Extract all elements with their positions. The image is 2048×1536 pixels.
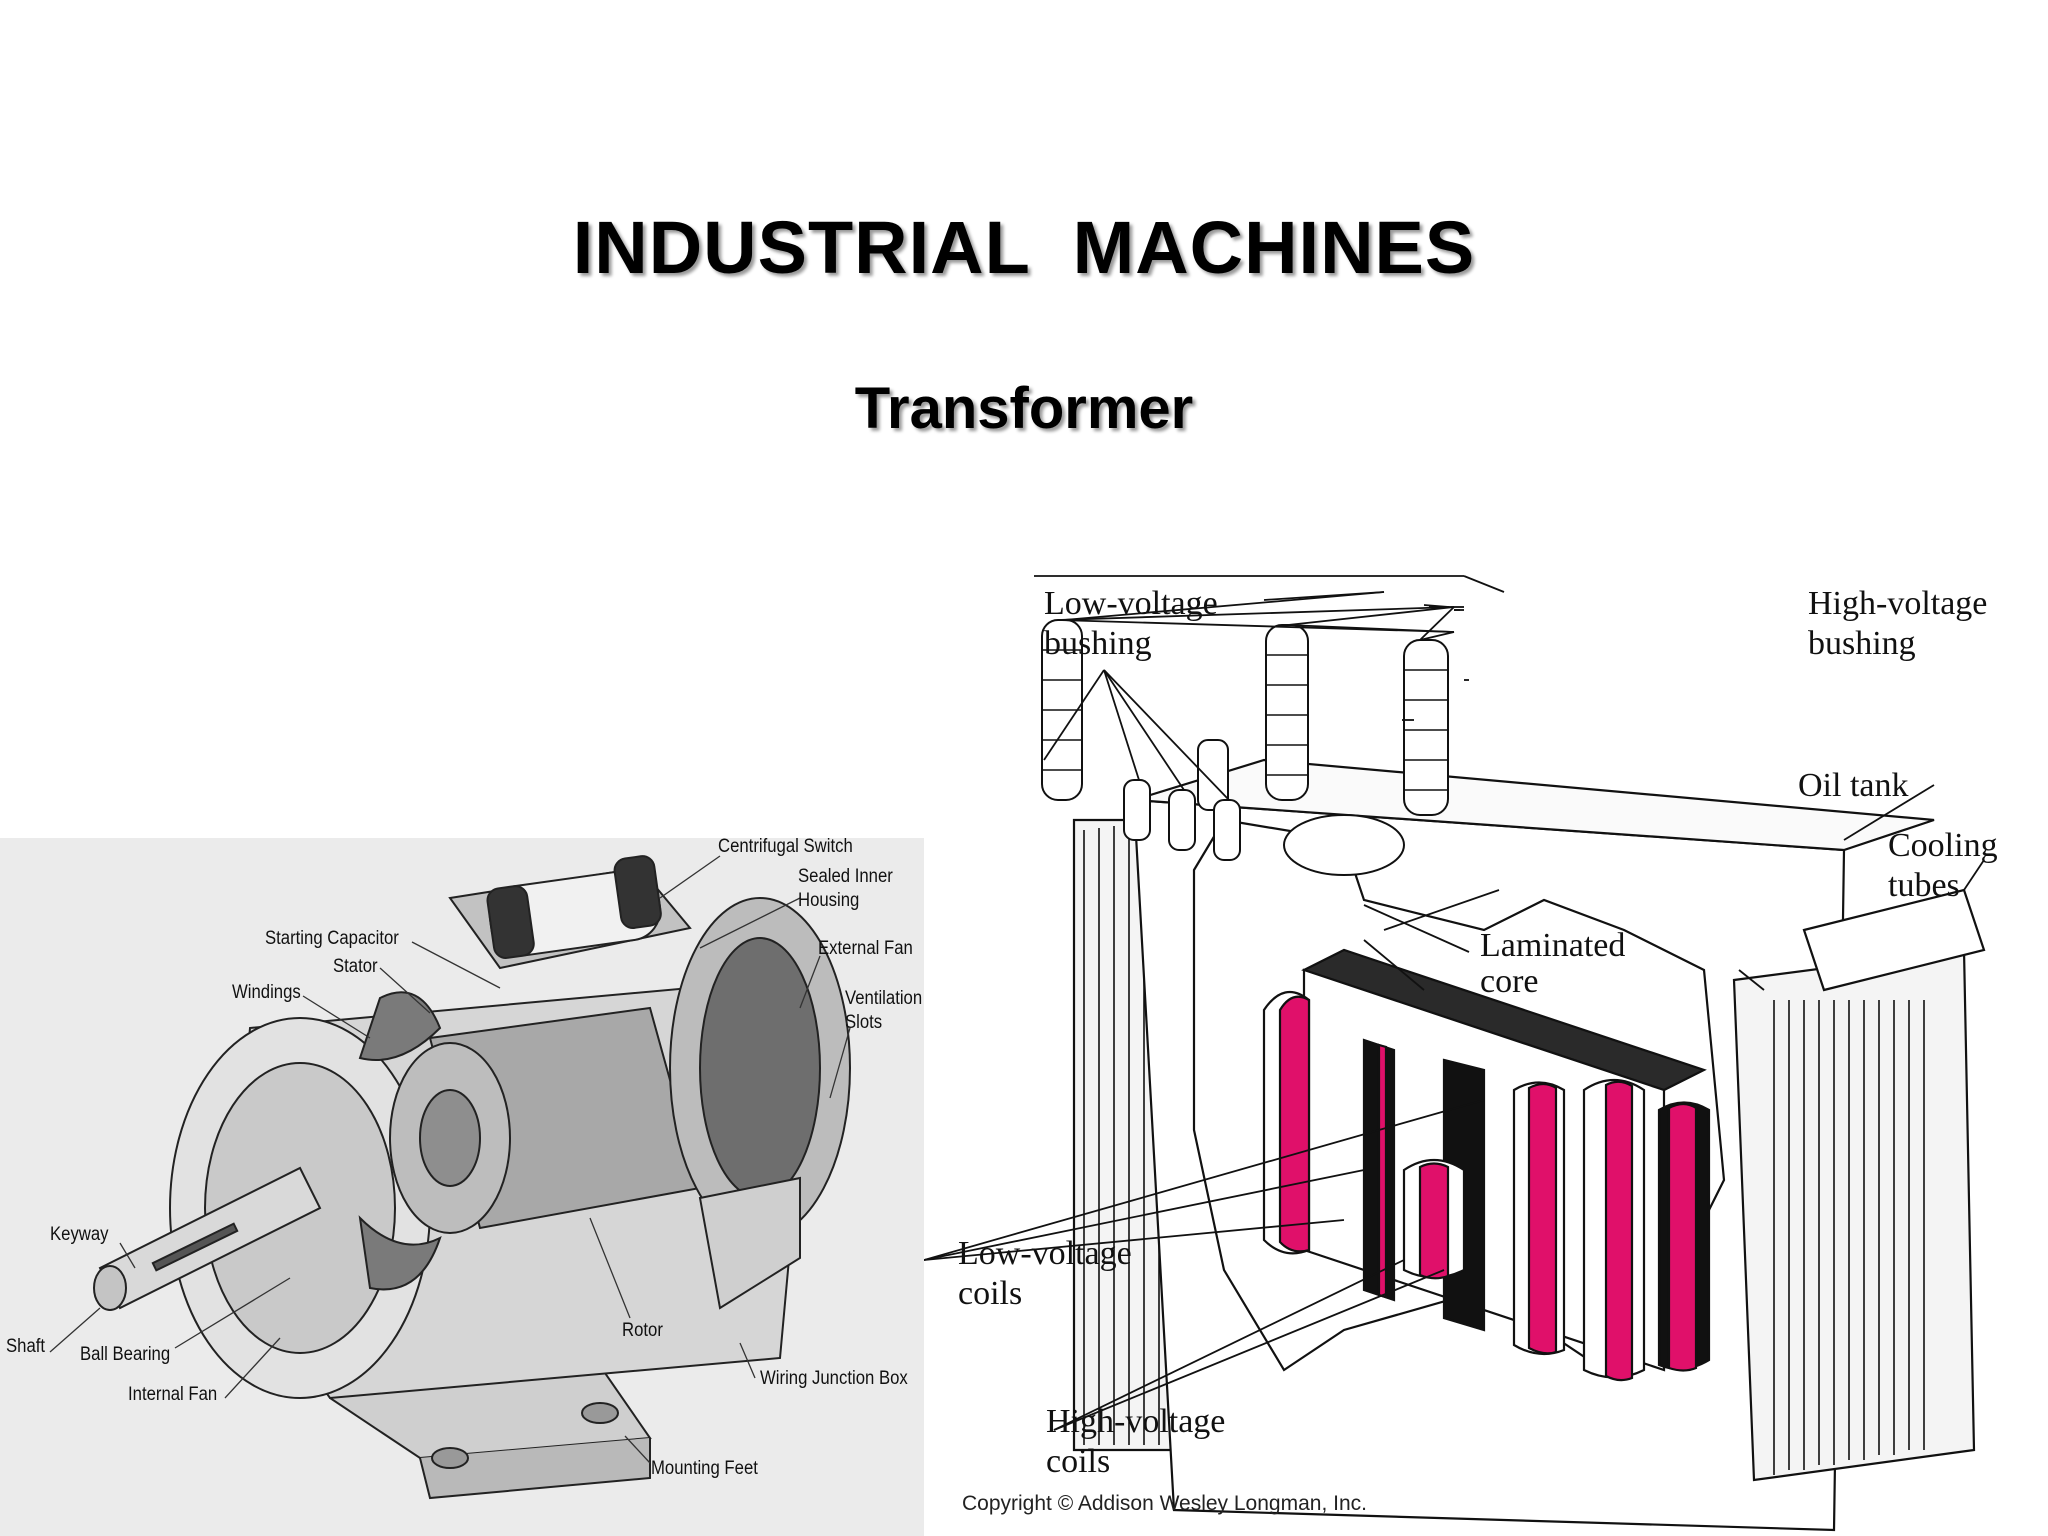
transformer-cutaway-illustration: Low-voltage bushing High-voltage bushing… bbox=[924, 570, 2048, 1536]
label-cooling-tubes-line2: tubes bbox=[1888, 867, 1960, 904]
label-oil-tank: Oil tank bbox=[1798, 767, 1909, 804]
label-sealed-inner-housing-line2: Housing bbox=[798, 890, 860, 911]
label-external-fan: External Fan bbox=[818, 938, 913, 959]
slide-title: INDUSTRIAL MACHINES bbox=[572, 206, 1476, 289]
label-low-voltage-coils-line1: Low-voltage bbox=[958, 1235, 1132, 1272]
label-low-voltage-bushing-line1: Low-voltage bbox=[1044, 585, 1218, 622]
label-high-voltage-bushing-line2: bushing bbox=[1808, 625, 1916, 662]
motor-drawing bbox=[49, 855, 851, 1500]
label-cooling-tubes-line1: Cooling bbox=[1888, 827, 1998, 864]
label-laminated-core-line1: Laminated bbox=[1480, 927, 1626, 964]
label-high-voltage-bushing-line1: High-voltage bbox=[1808, 585, 1988, 622]
label-ball-bearing: Ball Bearing bbox=[80, 1344, 171, 1365]
label-shaft: Shaft bbox=[6, 1336, 46, 1357]
label-windings: Windings bbox=[232, 982, 301, 1003]
copyright-notice: Copyright © Addison Wesley Longman, Inc. bbox=[962, 1492, 1367, 1515]
label-sealed-inner-housing-line1: Sealed Inner bbox=[798, 866, 893, 887]
slide-subtitle: Transformer bbox=[854, 376, 1194, 441]
label-ventilation-slots-line1: Ventilation bbox=[845, 988, 923, 1009]
motor-cutaway-illustration: Centrifugal Switch Sealed Inner Housing … bbox=[0, 838, 924, 1536]
label-high-voltage-coils-line1: High-voltage bbox=[1046, 1403, 1226, 1440]
label-low-voltage-coils-line2: coils bbox=[958, 1275, 1023, 1312]
transformer-drawing bbox=[924, 575, 1986, 1532]
label-wiring-junction-box: Wiring Junction Box bbox=[760, 1368, 908, 1389]
label-high-voltage-coils-line2: coils bbox=[1046, 1443, 1111, 1480]
label-stator: Stator bbox=[333, 956, 378, 977]
label-ventilation-slots-line2: Slots bbox=[845, 1012, 883, 1033]
label-starting-capacitor: Starting Capacitor bbox=[265, 928, 399, 949]
label-keyway: Keyway bbox=[50, 1224, 109, 1245]
label-internal-fan: Internal Fan bbox=[128, 1384, 218, 1405]
label-centrifugal-switch: Centrifugal Switch bbox=[718, 838, 853, 857]
label-rotor: Rotor bbox=[622, 1320, 663, 1341]
label-low-voltage-bushing-line2: bushing bbox=[1044, 625, 1152, 662]
label-mounting-feet: Mounting Feet bbox=[651, 1458, 758, 1479]
label-laminated-core-line2: core bbox=[1480, 963, 1539, 1000]
